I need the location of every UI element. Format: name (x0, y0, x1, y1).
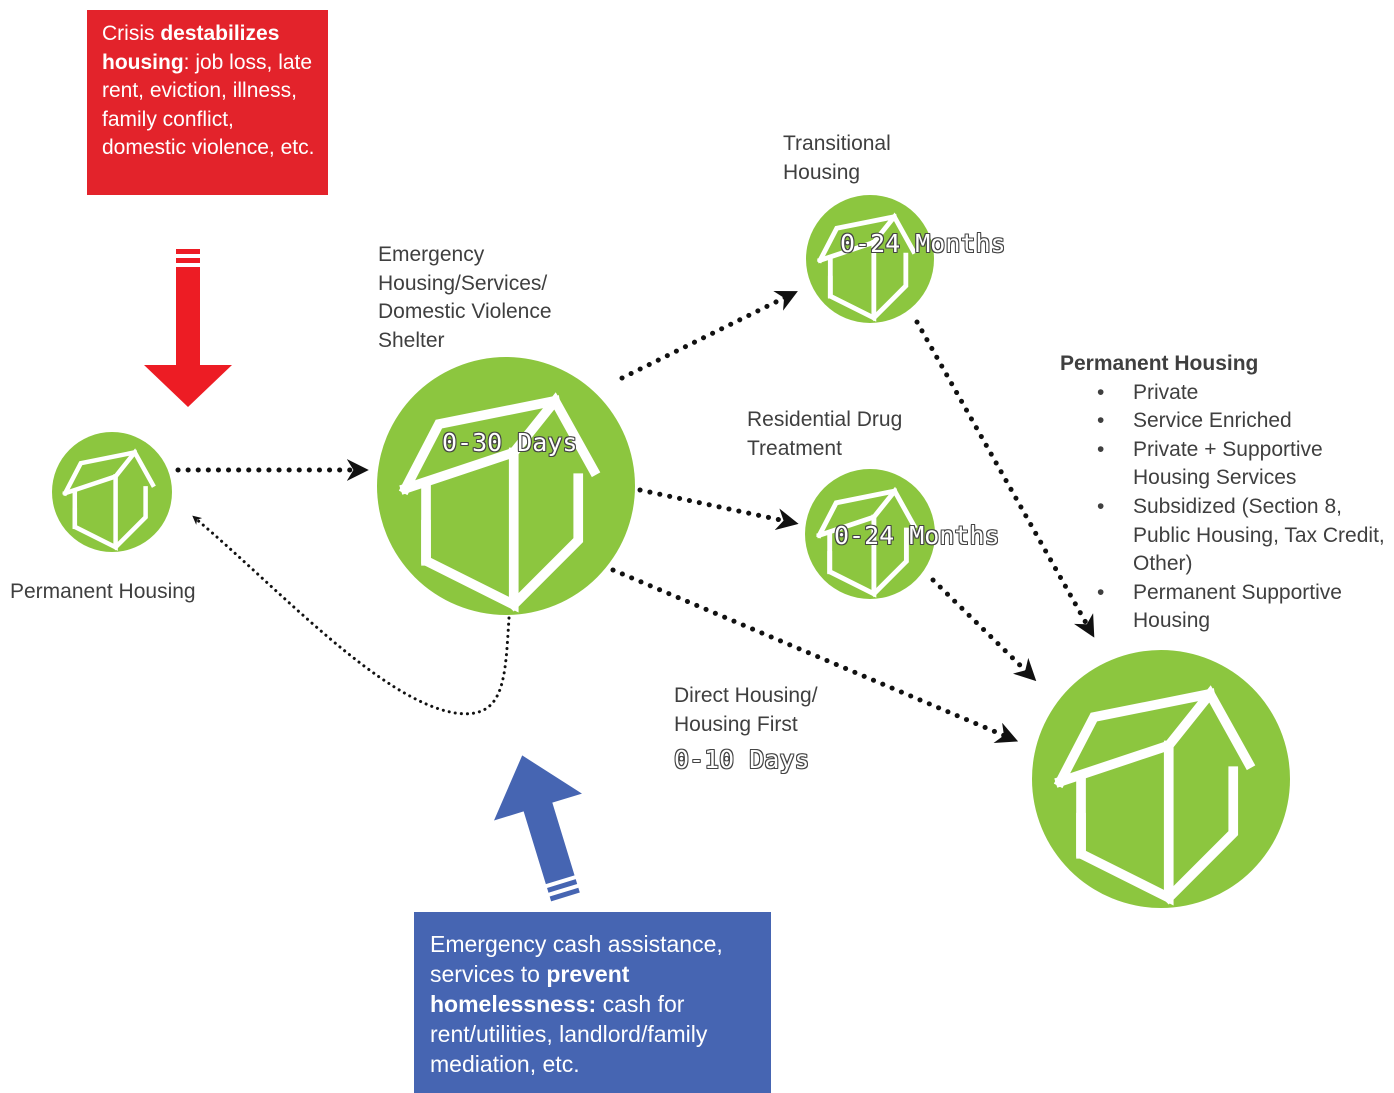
crisis-text-start: Crisis (102, 22, 161, 45)
emergency-duration: 0-30 Days (442, 428, 578, 457)
prevention-box: Emergency cash assistance, services to p… (414, 912, 771, 1093)
prevention-text-end: cash for rent/utilities, landlord/family… (430, 991, 708, 1077)
permanent-housing-list: Private Service Enriched Private + Suppo… (1060, 379, 1390, 636)
residential-drug-label: Residential Drug Treatment (747, 406, 902, 463)
arrow-emergency-to-transitional (619, 290, 798, 381)
emergency-label: Emergency Housing/Services/ Domestic Vio… (378, 241, 552, 355)
crisis-text-end: : job loss, late rent, eviction, illness… (102, 50, 315, 160)
house-icon-permanent-start (52, 432, 172, 552)
emergency-label-line: Housing/Services/ (378, 271, 548, 295)
red-down-arrow (144, 249, 232, 407)
house-icon-transitional (806, 195, 934, 323)
crisis-text-bold: destabilizes housing (102, 22, 280, 74)
house-icon-emergency (377, 357, 635, 615)
blue-up-arrow (493, 755, 582, 902)
residential-drug-duration: 0-24 Months (834, 521, 1000, 550)
transitional-label: Transitional Housing (783, 130, 891, 187)
transitional-label-line: Transitional (783, 132, 891, 155)
residential-drug-label-line: Treatment (747, 436, 842, 460)
emergency-label-line: Emergency (378, 243, 485, 266)
transitional-duration: 0-24 Months (840, 229, 1006, 258)
emergency-label-line: Shelter (378, 328, 445, 352)
direct-housing-label: Direct Housing/ Housing First (674, 682, 818, 739)
house-icon-permanent-end (1032, 650, 1290, 908)
emergency-label-line: Domestic Violence (378, 300, 552, 323)
transitional-label-line: Housing (783, 160, 861, 184)
direct-housing-label-line: Direct Housing/ (674, 684, 818, 707)
permanent-housing-title: Permanent Housing (1060, 352, 1259, 375)
arrow-emergency-back-to-permanent (192, 515, 511, 716)
prevention-text-bold: prevent homelessness: (430, 961, 630, 1017)
list-item: Private + Supportive Housing Services (1060, 436, 1390, 493)
direct-housing-label-line: Housing First (674, 712, 798, 736)
arrow-emergency-to-permanent (610, 567, 1019, 743)
arrow-drug-treatment-to-permanent (930, 577, 1037, 682)
direct-housing-duration: 0-10 Days (674, 745, 810, 774)
crisis-box: Crisis destabilizes housing: job loss, l… (87, 10, 328, 195)
residential-drug-label-line: Residential Drug (747, 408, 903, 431)
permanent-housing-options: Permanent Housing Private Service Enrich… (1060, 350, 1390, 636)
list-item: Private (1060, 379, 1390, 408)
prevention-text-start: Emergency cash assistance, services to (430, 931, 723, 987)
list-item: Subsidized (Section 8, Public Housing, T… (1060, 493, 1390, 579)
list-item: Service Enriched (1060, 407, 1390, 436)
arrow-emergency-to-drug-treatment (637, 487, 799, 531)
list-item: Permanent Supportive Housing (1060, 579, 1390, 636)
permanent-housing-start-label: Permanent Housing (10, 580, 196, 603)
